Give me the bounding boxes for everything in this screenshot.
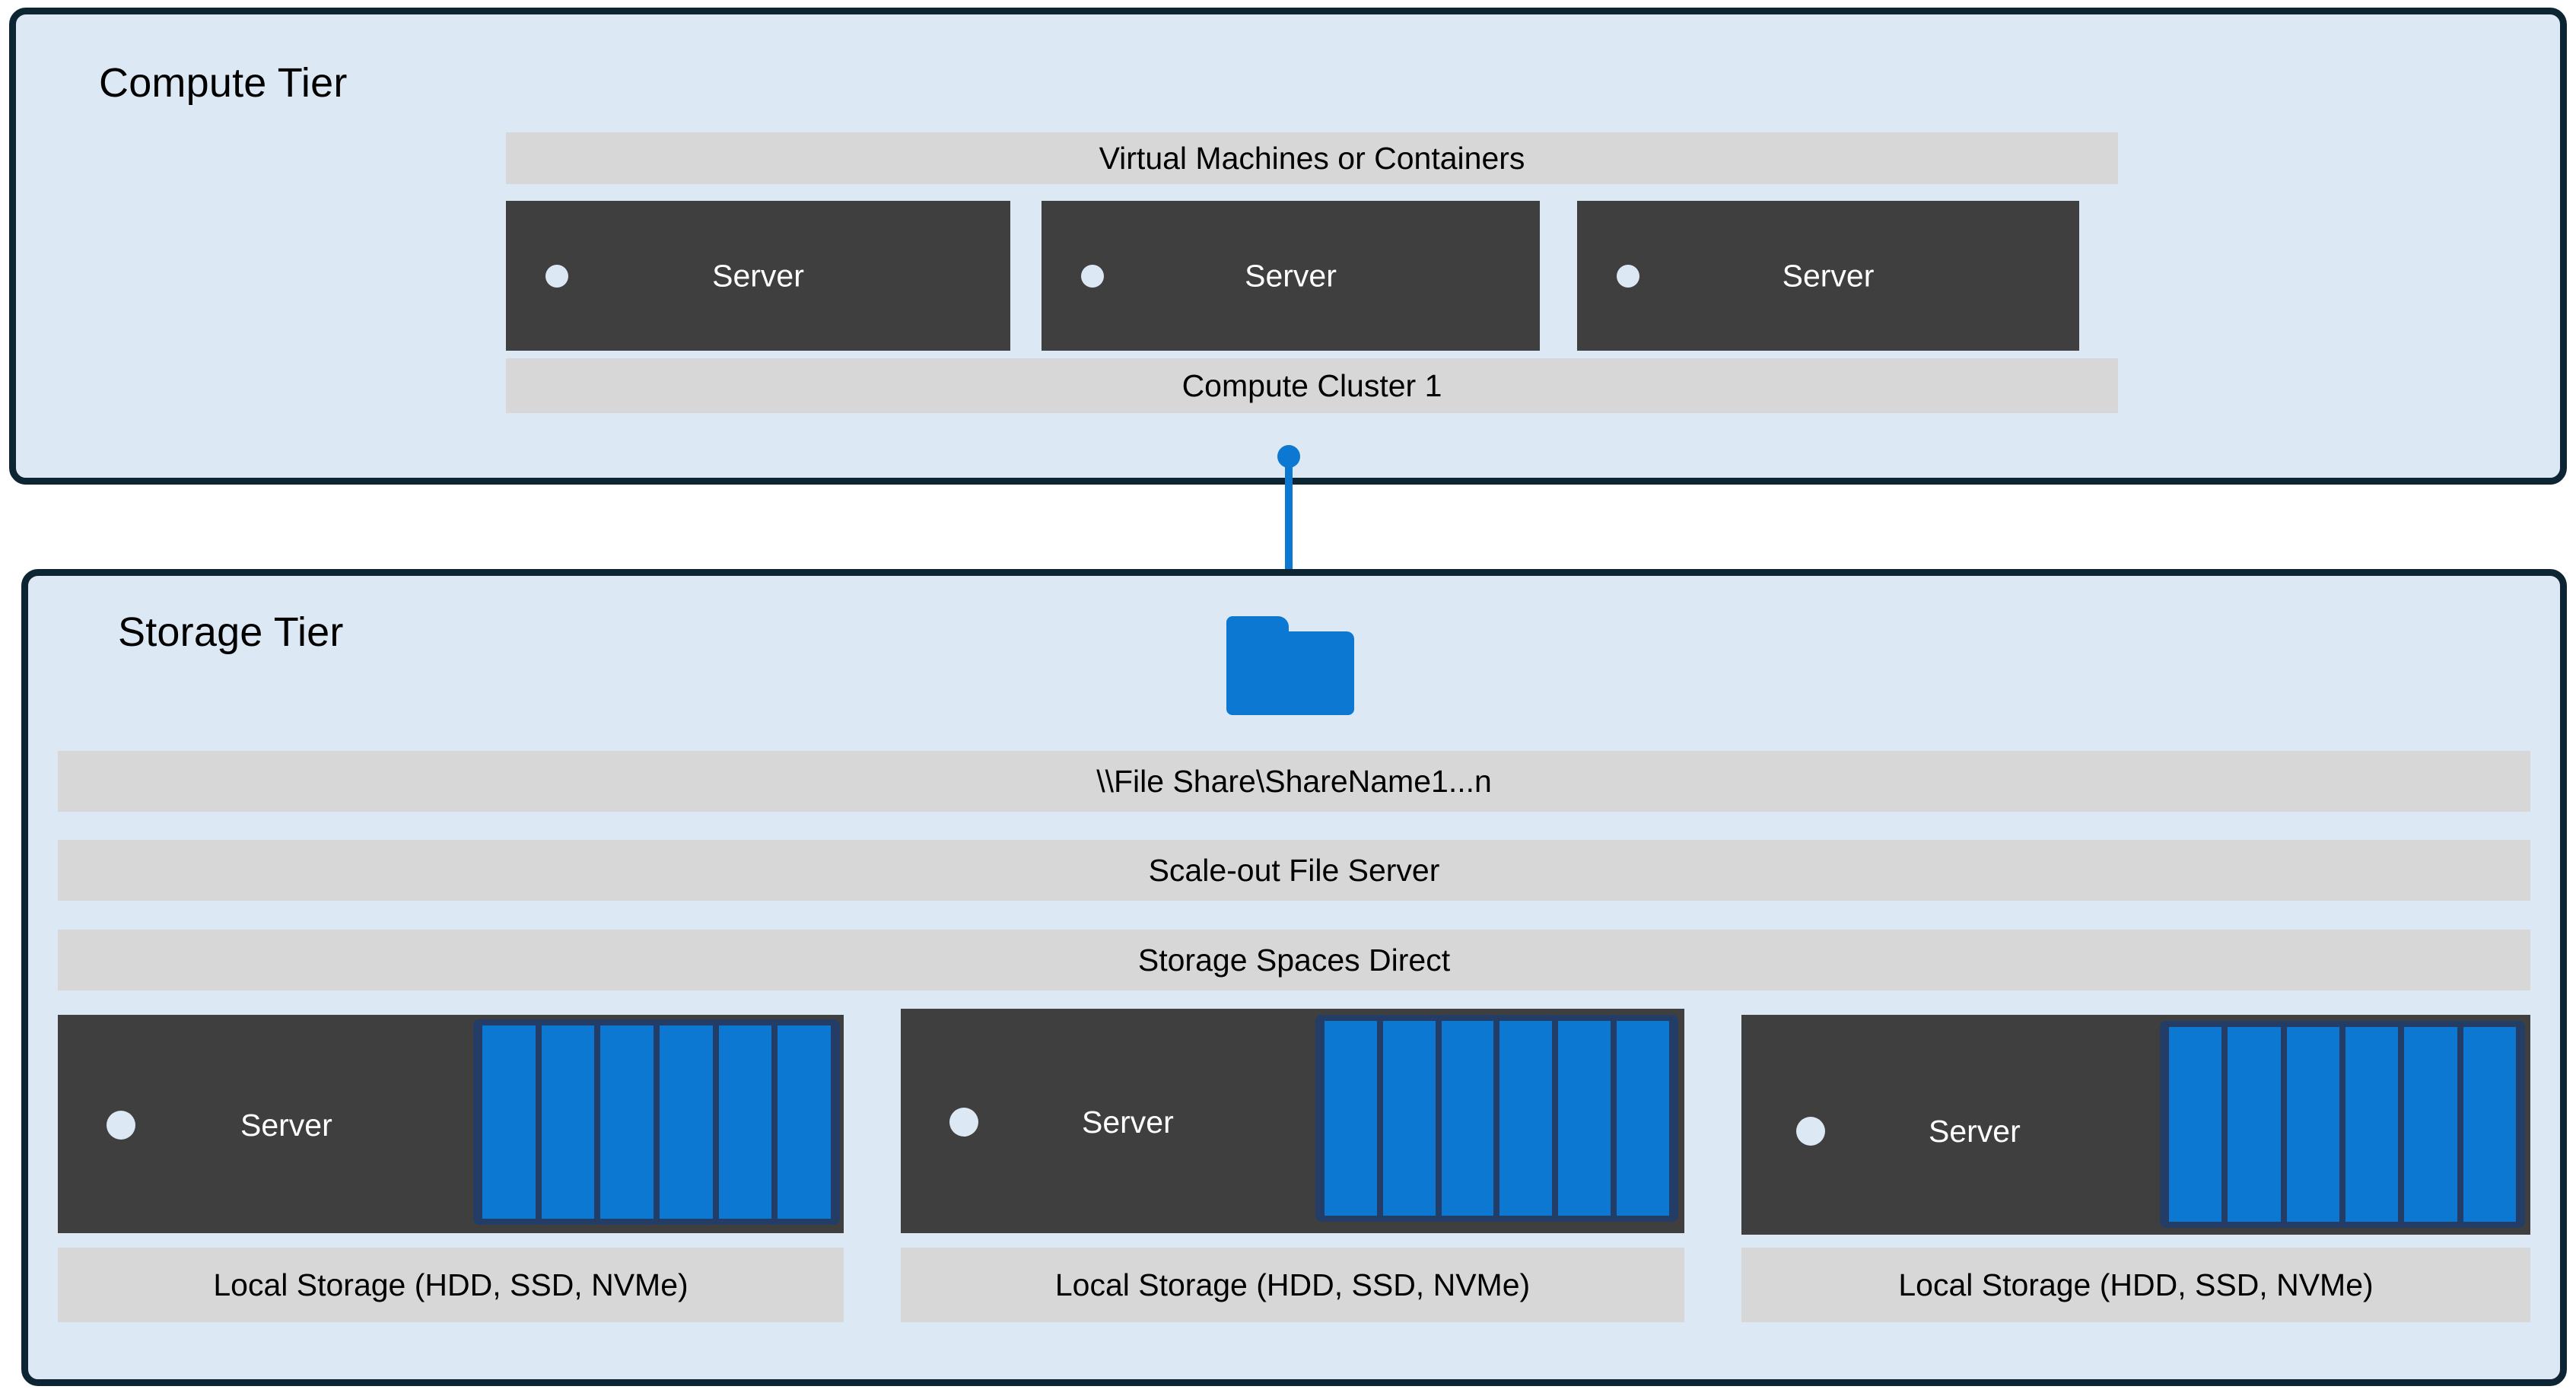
disk-bar-icon [1325,1021,1377,1216]
status-led-icon [107,1111,135,1140]
disk-bar-icon [2169,1027,2222,1222]
storage-server-label: Server [1082,1105,1174,1140]
disk-bar-icon [778,1025,832,1219]
disk-bar-icon [482,1025,536,1219]
compute-server-2[interactable]: Server [1042,201,1540,351]
file-share-band: \\File Share\ShareName1...n [58,751,2530,812]
disk-bar-icon [660,1025,713,1219]
local-storage-band-1: Local Storage (HDD, SSD, NVMe) [58,1248,844,1322]
disk-bar-icon [2463,1027,2516,1222]
disk-bar-icon [2404,1027,2457,1222]
disk-bar-icon [2228,1027,2281,1222]
scale-out-file-server-band: Scale-out File Server [58,840,2530,901]
compute-server-3[interactable]: Server [1577,201,2079,351]
status-led-icon [1796,1117,1825,1146]
compute-server-1[interactable]: Server [506,201,1010,351]
virtual-machines-band: Virtual Machines or Containers [506,132,2118,184]
disk-bar-icon [1499,1021,1553,1216]
status-led-icon [1617,264,1639,288]
disk-bar-icon [1382,1021,1436,1216]
local-storage-band-2: Local Storage (HDD, SSD, NVMe) [901,1248,1684,1322]
disk-bar-icon [2345,1027,2399,1222]
disk-array-3 [2160,1021,2525,1228]
compute-server-label: Server [1782,258,1875,293]
disk-array-2 [1315,1015,1678,1222]
folder-body-shape [1226,631,1354,715]
disk-bar-icon [1441,1021,1494,1216]
compute-server-label: Server [1245,258,1337,293]
disk-bar-icon [718,1025,772,1219]
storage-tier-title: Storage Tier [118,609,344,655]
storage-server-label: Server [1929,1114,2021,1149]
storage-spaces-direct-band: Storage Spaces Direct [58,930,2530,990]
disk-bar-icon [541,1025,595,1219]
status-led-icon [1081,264,1104,288]
compute-cluster-band: Compute Cluster 1 [506,358,2118,413]
status-led-icon [545,264,568,288]
storage-server-label: Server [240,1108,332,1143]
compute-server-label: Server [712,258,804,293]
disk-bar-icon [2286,1027,2339,1222]
status-led-icon [949,1108,978,1137]
disk-bar-icon [1558,1021,1611,1216]
disk-bar-icon [1617,1021,1669,1216]
connector-line-icon [1285,453,1293,612]
compute-tier-title: Compute Tier [99,60,348,106]
disk-array-1 [473,1019,840,1225]
disk-bar-icon [600,1025,654,1219]
folder-icon [1226,616,1354,715]
local-storage-band-3: Local Storage (HDD, SSD, NVMe) [1741,1248,2530,1322]
